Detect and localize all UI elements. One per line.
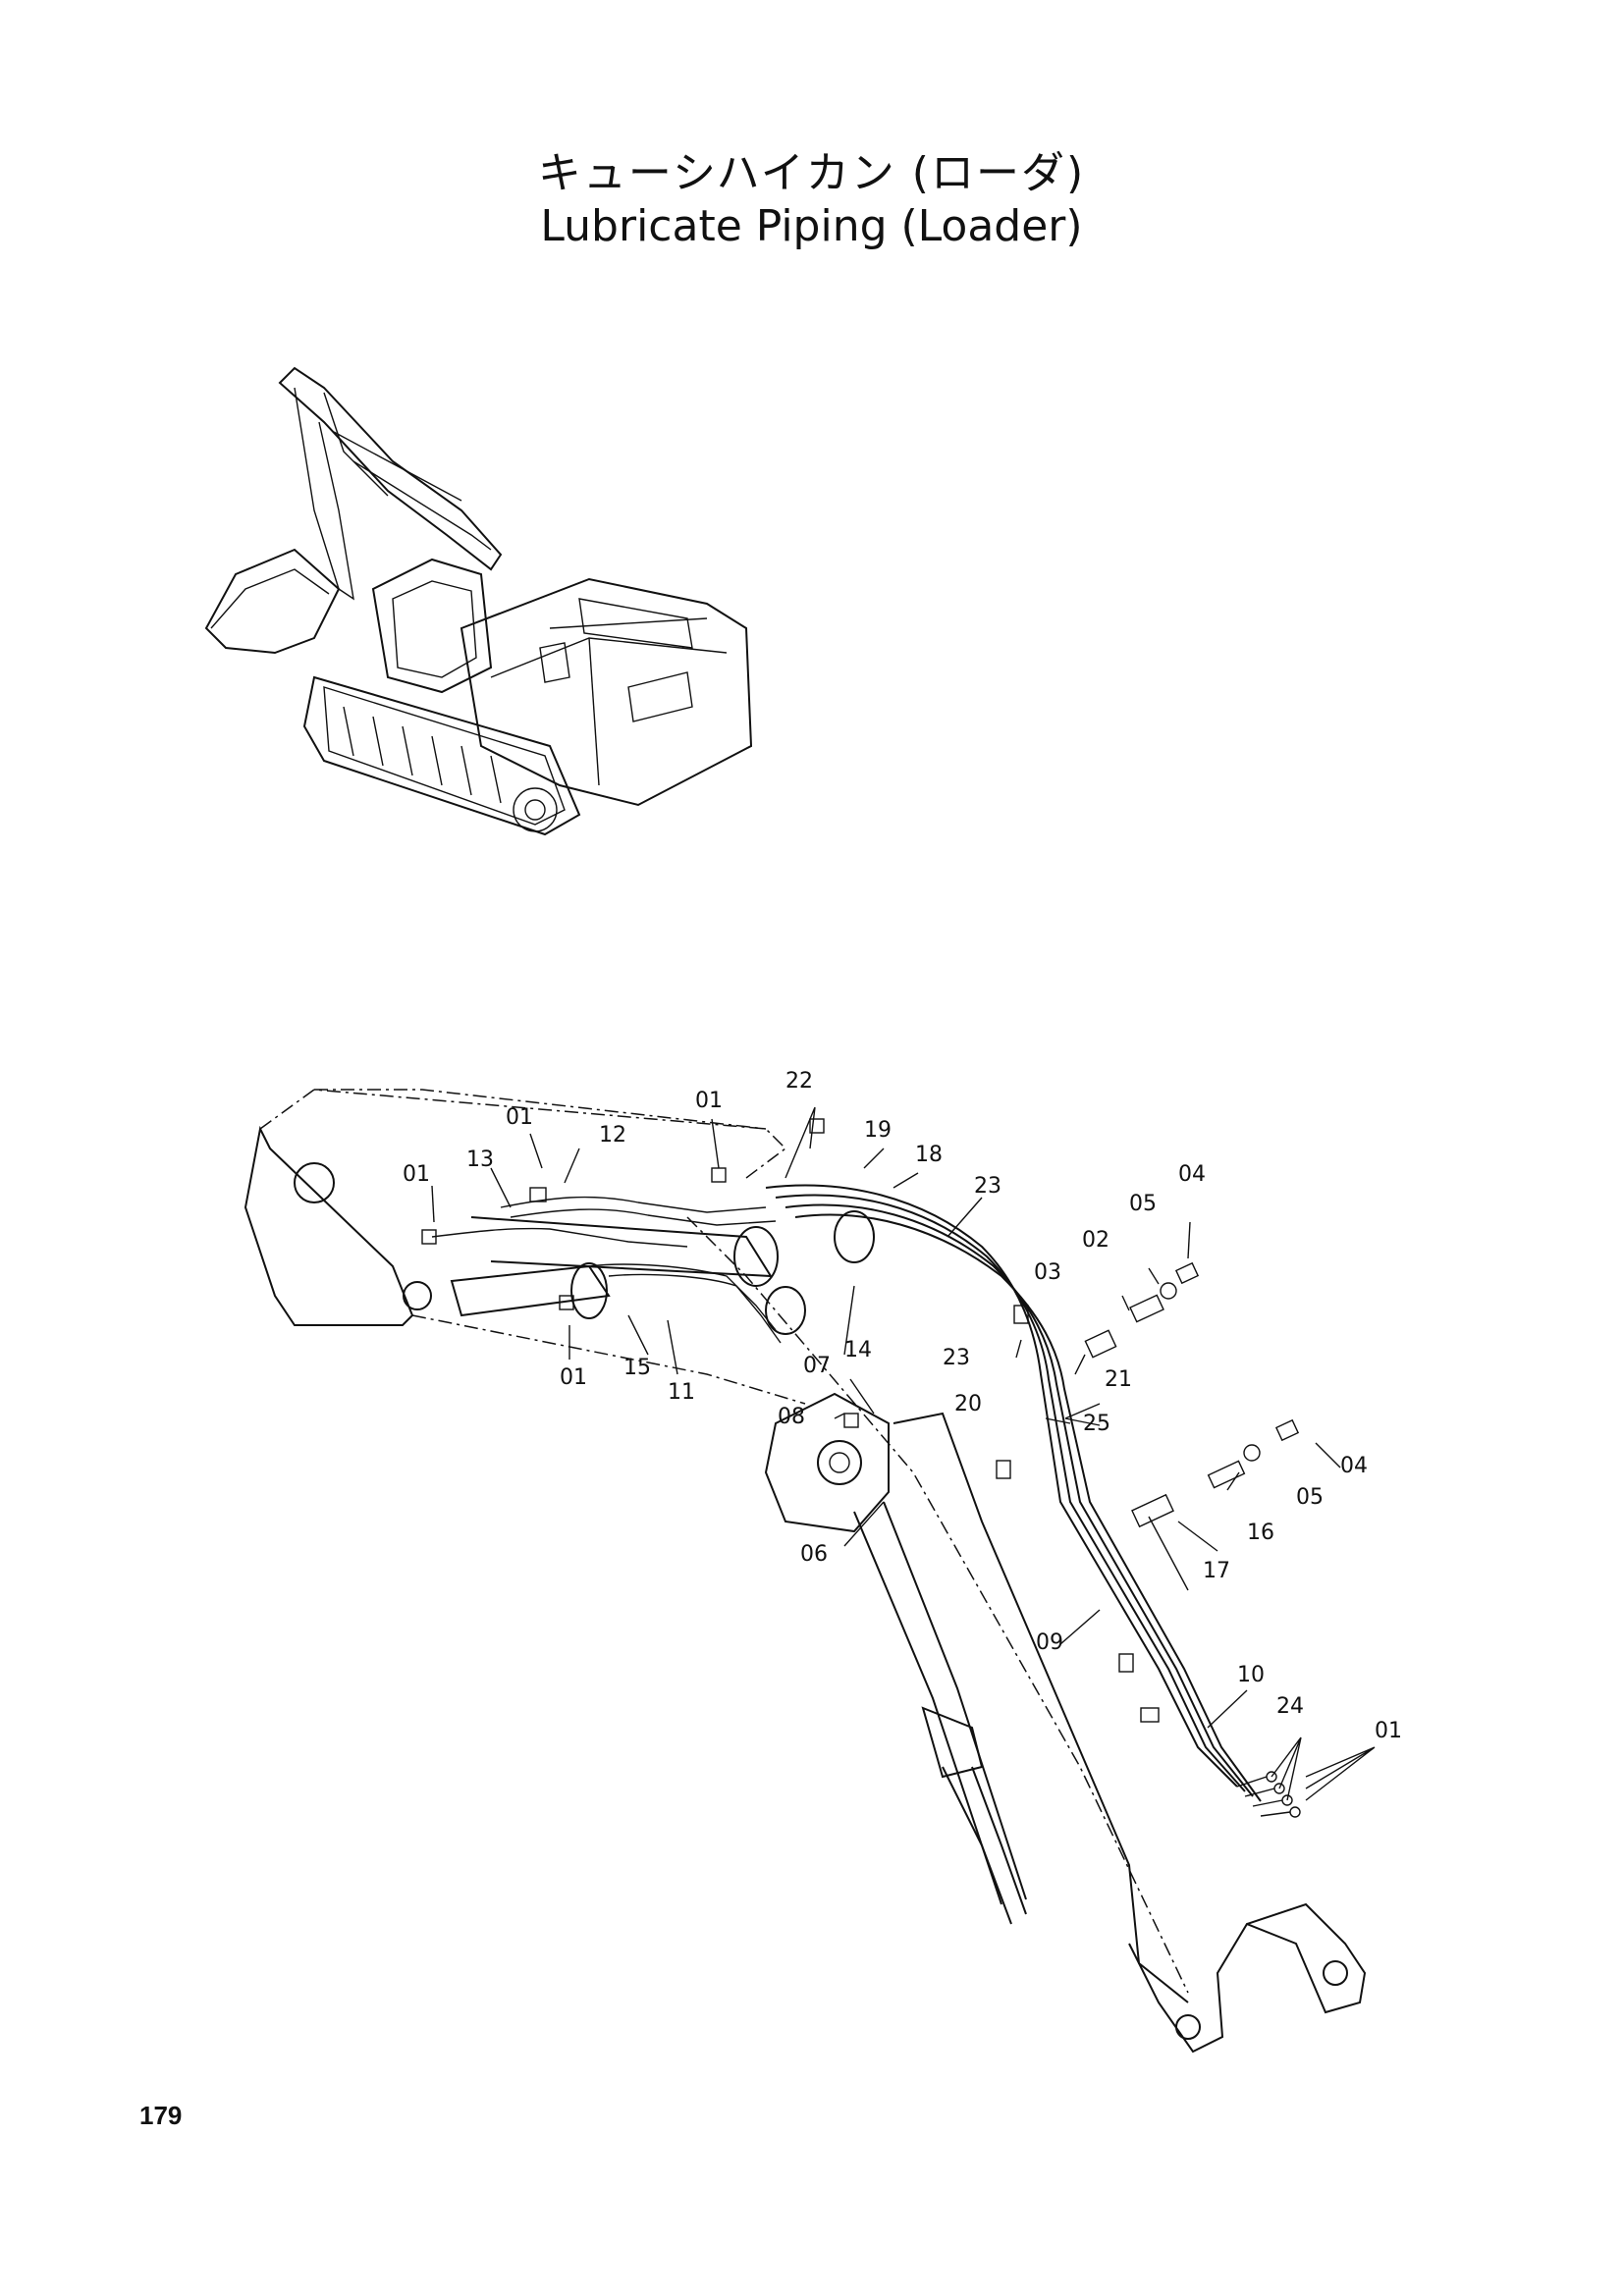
callout-03: 03	[1034, 1260, 1061, 1285]
callout-08: 08	[778, 1405, 805, 1429]
callout-17: 17	[1203, 1559, 1230, 1583]
callout-01-b: 01	[695, 1089, 723, 1113]
callout-21: 21	[1105, 1367, 1132, 1392]
callout-19: 19	[864, 1118, 892, 1143]
callout-02: 02	[1082, 1228, 1109, 1253]
callout-25: 25	[1083, 1412, 1110, 1436]
lubricate-piping-diagram	[243, 1089, 1376, 2054]
callout-23-a: 23	[974, 1174, 1001, 1199]
callout-04-a: 04	[1178, 1162, 1206, 1187]
callout-05-a: 05	[1129, 1192, 1157, 1216]
callout-11: 11	[668, 1380, 695, 1405]
callout-01-c: 01	[403, 1162, 430, 1187]
callout-23-b: 23	[943, 1346, 970, 1370]
callout-18: 18	[915, 1143, 943, 1167]
callout-06: 06	[800, 1542, 828, 1567]
callout-12: 12	[599, 1123, 626, 1148]
callout-01-d: 01	[560, 1365, 587, 1390]
callout-20: 20	[954, 1392, 982, 1416]
callout-01-e: 01	[1375, 1719, 1402, 1743]
callout-13: 13	[466, 1148, 494, 1172]
callout-05-b: 05	[1296, 1485, 1324, 1510]
excavator-loader-drawing	[204, 366, 753, 836]
title-japanese: キューシハイカン (ローダ)	[537, 148, 1086, 198]
title-english: Lubricate Piping (Loader)	[540, 201, 1083, 251]
callout-01-a: 01	[506, 1105, 533, 1130]
callout-24: 24	[1276, 1694, 1304, 1719]
callout-09: 09	[1036, 1630, 1063, 1655]
callout-16: 16	[1247, 1521, 1274, 1545]
callout-22: 22	[785, 1069, 813, 1094]
callout-15: 15	[623, 1356, 651, 1380]
callout-07: 07	[803, 1354, 831, 1378]
callout-10: 10	[1237, 1663, 1265, 1687]
callout-14: 14	[844, 1338, 872, 1362]
page-number: 179	[139, 2101, 183, 2130]
callout-04-b: 04	[1340, 1454, 1368, 1478]
